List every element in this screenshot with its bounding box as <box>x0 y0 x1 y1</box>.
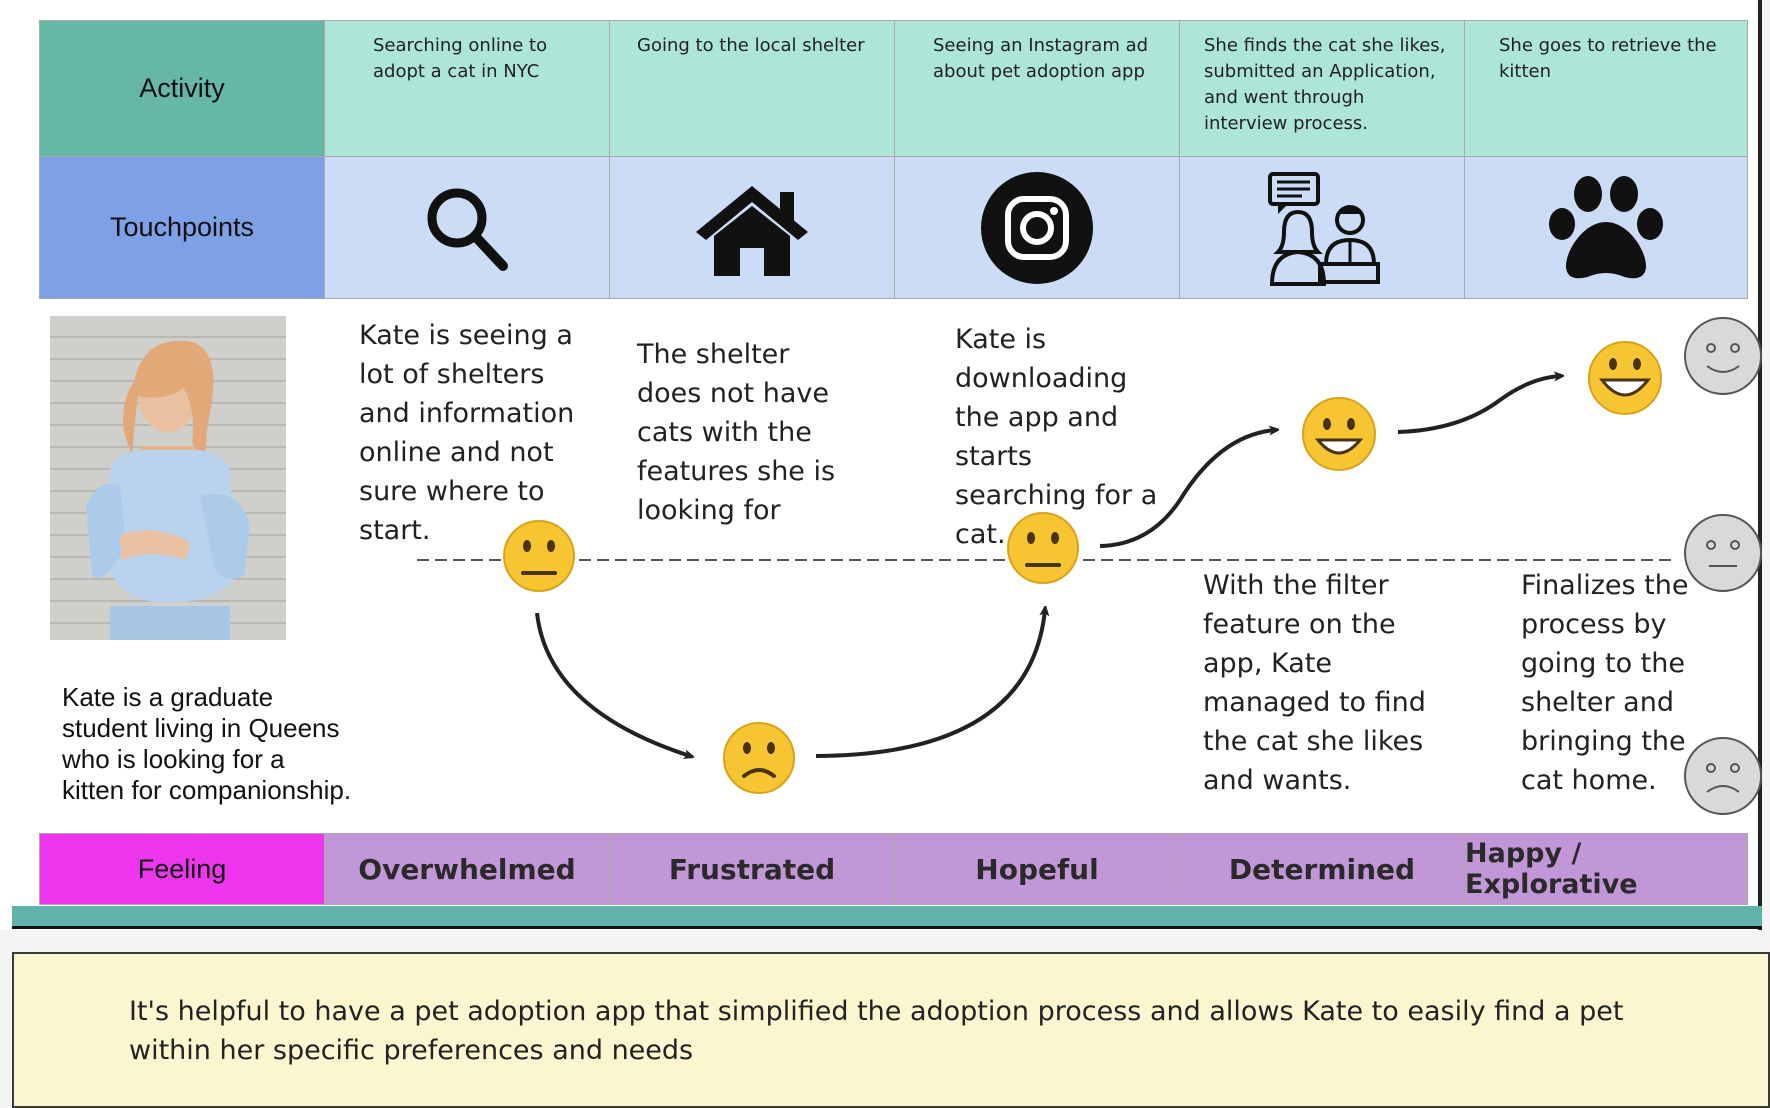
story-text: With the filter feature on the app, Kate… <box>1203 570 1426 796</box>
touchpoint-cell <box>1464 156 1748 299</box>
happy-emoji <box>1302 397 1376 471</box>
interview-icon <box>1268 171 1380 286</box>
story-text: Kate is seeing a lot of shelters and inf… <box>359 320 575 546</box>
persona-bio: Kate is a graduate student living in Que… <box>62 682 352 805</box>
trend-arrow <box>1397 376 1560 434</box>
touchpoint-cell <box>894 156 1180 299</box>
touchpoint-cell <box>324 156 610 299</box>
instagram-icon <box>981 171 1093 284</box>
neutral-emoji <box>503 520 575 592</box>
feeling-header: Feeling <box>39 833 325 905</box>
search-icon <box>427 188 508 271</box>
neutral-emoji <box>1007 512 1079 584</box>
feeling-cell: Hopeful <box>894 833 1180 905</box>
sad-emoji <box>723 722 795 794</box>
feeling-cell: Determined <box>1179 833 1465 905</box>
scale-neutral-face <box>1684 514 1762 592</box>
activity-cell: She goes to retrieve the kitten <box>1464 20 1748 157</box>
story-text: The shelter does not have cats with the … <box>637 339 836 526</box>
feeling-cell: Overwhelmed <box>324 833 610 905</box>
trend-arrow <box>535 612 690 756</box>
activity-cell: Searching online to adopt a cat in NYC <box>324 20 610 157</box>
touchpoint-cell <box>609 156 895 299</box>
feeling-cell: Frustrated <box>609 833 895 905</box>
trend-arrow <box>815 610 1045 758</box>
canvas-edge <box>1758 0 1762 930</box>
insight-note: It's helpful to have a pet adoption app … <box>12 952 1770 1108</box>
insight-text: It's helpful to have a pet adoption app … <box>129 996 1624 1066</box>
paw-icon <box>1549 175 1663 278</box>
emotion-curve <box>417 317 1762 815</box>
story-text: Kate is downloading the app and starts s… <box>955 324 1158 550</box>
touchpoints-header: Touchpoints <box>39 156 325 299</box>
trend-arrow <box>1099 430 1275 548</box>
touchpoint-cell <box>1179 156 1465 299</box>
house-icon <box>696 185 808 276</box>
scale-sad-face <box>1684 737 1762 815</box>
scale-happy-face <box>1684 317 1762 395</box>
persona-photo <box>50 316 286 640</box>
story-text: Finalizes the process by going to the sh… <box>1521 570 1689 796</box>
activity-header: Activity <box>39 20 325 157</box>
feeling-cell: Happy / Explorative <box>1464 833 1748 905</box>
divider-band <box>12 906 1762 929</box>
activity-cell: She finds the cat she likes, submitted a… <box>1179 20 1465 157</box>
very-happy-emoji <box>1588 341 1662 415</box>
